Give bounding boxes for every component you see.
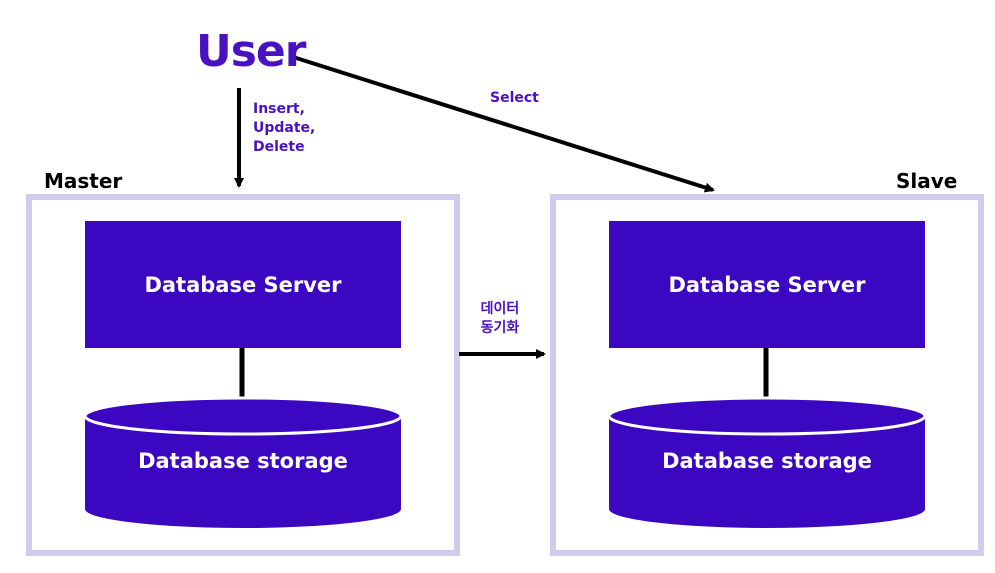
master-storage-cylinder xyxy=(83,396,403,528)
read-arrow xyxy=(292,55,715,193)
slave-label: Slave xyxy=(896,169,958,193)
master-panel xyxy=(26,194,460,556)
write-op-update: Update, xyxy=(253,120,316,136)
write-op-delete: Delete xyxy=(253,139,305,155)
slave-storage-cylinder xyxy=(607,396,927,528)
write-operations-label: Insert, Update, Delete xyxy=(253,100,343,157)
read-operation-label: Select xyxy=(490,90,539,106)
slave-storage-label: Database storage xyxy=(662,449,872,473)
slave-panel xyxy=(550,194,984,556)
sync-label-line-2: 동기화 xyxy=(480,320,520,336)
master-server-label: Database Server xyxy=(144,272,342,297)
master-label: Master xyxy=(44,169,123,193)
slave-database-server: Database Server xyxy=(609,221,925,348)
master-storage-label: Database storage xyxy=(138,449,348,473)
sync-label: 데이터 동기화 xyxy=(472,300,528,338)
master-database-server: Database Server xyxy=(85,221,401,348)
write-op-insert: Insert, xyxy=(253,101,305,117)
slave-server-label: Database Server xyxy=(668,272,866,297)
user-label: User xyxy=(196,26,306,77)
sync-label-line-1: 데이터 xyxy=(480,301,520,317)
